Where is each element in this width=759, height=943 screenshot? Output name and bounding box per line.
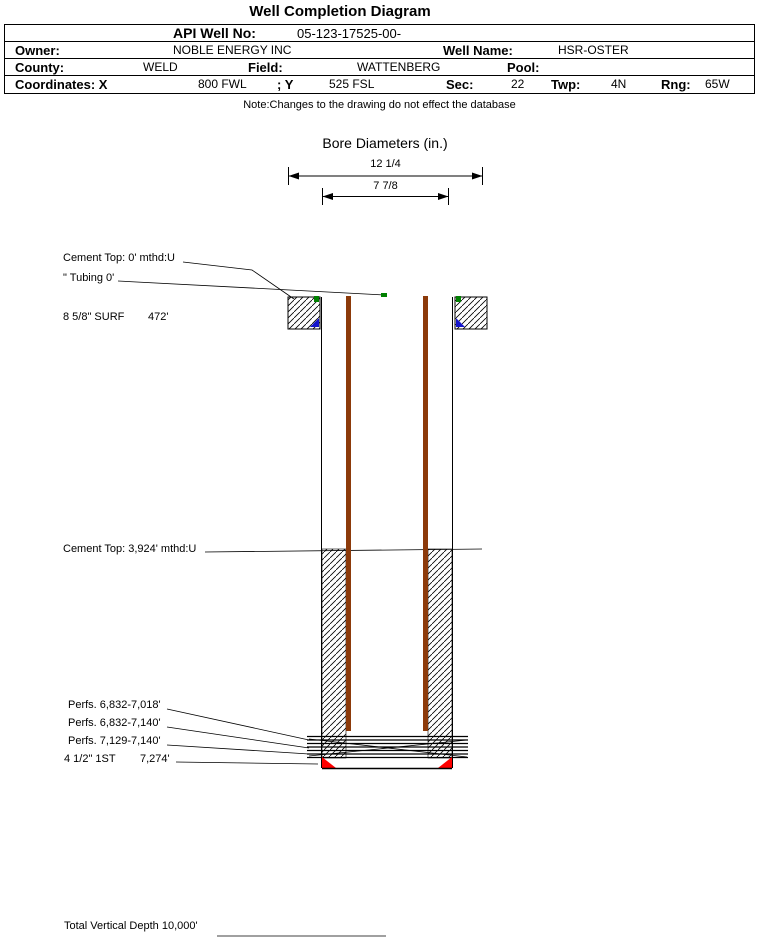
- production-casing-label: 4 1/2" 1ST: [64, 753, 116, 765]
- dimension-arrow-right: [438, 193, 449, 200]
- tubing-hanger-marker: [381, 293, 387, 297]
- perfs-1-leader: [166, 708, 310, 741]
- county-row: County: WELD Field: WATTENBERG Pool:: [5, 59, 754, 76]
- well-header-table: API Well No: 05-123-17525-00- Owner: NOB…: [4, 24, 755, 94]
- well-name-label: Well Name:: [443, 43, 513, 58]
- tubing-label: " Tubing 0': [63, 272, 115, 284]
- pool-label: Pool:: [507, 60, 540, 75]
- page-title: Well Completion Diagram: [249, 3, 431, 20]
- cement-top-surface-leader: [182, 261, 295, 300]
- tubing-string-left: [346, 296, 351, 731]
- cement-top-production-label: Cement Top: 3,924' mthd:U: [63, 543, 197, 555]
- rng-label: Rng:: [661, 77, 691, 92]
- perfs-2-leader: [166, 726, 310, 749]
- inner-diameter-label: 7 7/8: [373, 180, 398, 192]
- coordinates-y-label: ; Y: [277, 77, 294, 92]
- casing-hanger-marker-left: [314, 296, 319, 302]
- twp-value: 4N: [611, 77, 627, 91]
- api-value: 05-123-17525-00-: [297, 26, 402, 41]
- owner-row: Owner: NOBLE ENERGY INC Well Name: HSR-O…: [5, 42, 754, 59]
- database-note: Note:Changes to the drawing do not effec…: [243, 99, 516, 111]
- dimension-arrow-right: [472, 172, 483, 180]
- api-row: API Well No: 05-123-17525-00-: [5, 25, 754, 42]
- field-label: Field:: [248, 60, 283, 75]
- perf-cross-leader-2: [308, 739, 468, 757]
- tubing-leader: [117, 280, 385, 296]
- dimension-arrow-left: [322, 193, 333, 200]
- well-name-value: HSR-OSTER: [558, 43, 629, 57]
- coordinates-x-value: 800 FWL: [198, 77, 247, 91]
- surface-casing-depth: 472': [148, 311, 169, 323]
- bore-diameters-title: Bore Diameters (in.): [322, 135, 448, 151]
- perfs-2-label: Perfs. 6,832-7,140': [68, 717, 161, 729]
- production-casing-leader: [175, 761, 319, 765]
- sec-value: 22: [511, 77, 525, 91]
- production-casing-depth: 7,274': [140, 753, 170, 765]
- owner-value: NOBLE ENERGY INC: [173, 43, 292, 57]
- cement-top-surface-label: Cement Top: 0' mthd:U: [63, 252, 175, 264]
- dimension-arrow-left: [288, 172, 299, 180]
- field-value: WATTENBERG: [357, 60, 441, 74]
- county-value: WELD: [143, 60, 178, 74]
- production-cement-right: [427, 548, 453, 759]
- outer-diameter-label: 12 1/4: [370, 158, 401, 170]
- outer-bore-dimension: [288, 167, 483, 185]
- county-label: County:: [15, 60, 65, 75]
- owner-label: Owner:: [15, 43, 60, 58]
- perforation-zone: [307, 735, 468, 759]
- coordinates-label: Coordinates: X: [15, 77, 108, 92]
- sec-label: Sec:: [446, 77, 474, 92]
- perfs-3-leader: [166, 744, 310, 755]
- perfs-3-label: Perfs. 7,129-7,140': [68, 735, 161, 747]
- api-label: API Well No:: [173, 25, 256, 41]
- tubing-string-right: [423, 296, 428, 731]
- surface-shoe-marker-left: [310, 318, 319, 327]
- surface-casing-label: 8 5/8" SURF: [63, 311, 125, 323]
- production-cement-left: [321, 548, 347, 759]
- production-shoe-left: [322, 757, 336, 768]
- coordinates-row: Coordinates: X 800 FWL ; Y 525 FSL Sec: …: [5, 76, 754, 93]
- inner-bore-dimension: [322, 188, 449, 205]
- surface-shoe-marker-right: [456, 318, 465, 327]
- perfs-1-label: Perfs. 6,832-7,018': [68, 699, 161, 711]
- coordinates-y-value: 525 FSL: [329, 77, 375, 91]
- twp-label: Twp:: [551, 77, 581, 92]
- casing-hanger-marker-right: [456, 296, 461, 302]
- production-shoe-right: [438, 757, 452, 768]
- tvd-label: Total Vertical Depth 10,000': [64, 920, 198, 932]
- rng-value: 65W: [705, 77, 730, 91]
